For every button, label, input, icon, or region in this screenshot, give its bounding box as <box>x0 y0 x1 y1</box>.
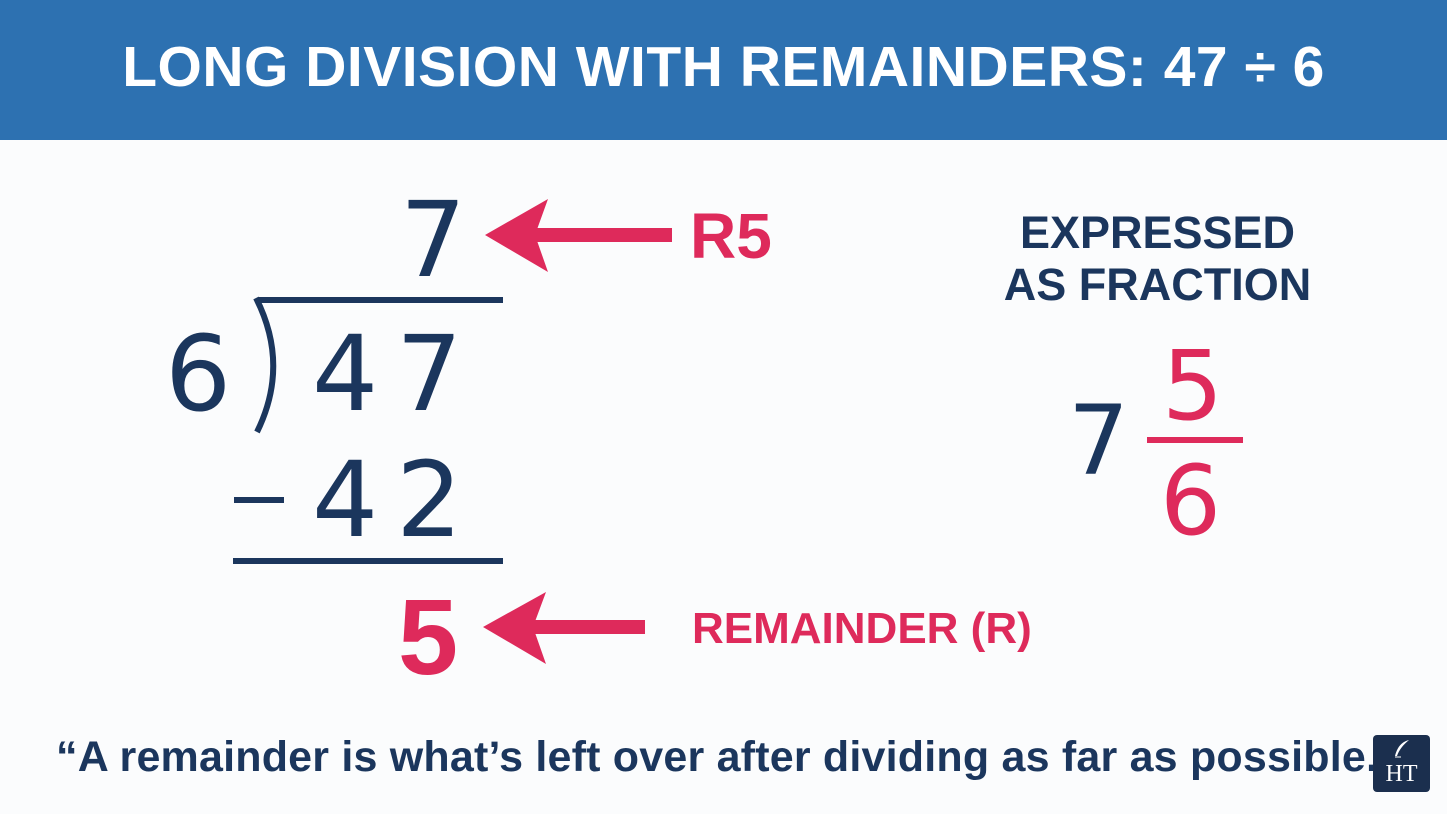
fraction-panel-title: EXPRESSED AS FRACTION <box>985 207 1330 311</box>
quotient-remainder-label: R5 <box>690 200 772 272</box>
logo-text: HT <box>1385 761 1418 787</box>
remainder: 5 <box>398 576 459 697</box>
subtrahend: 42 <box>312 439 481 561</box>
remainder-label: REMAINDER (R) <box>692 604 1032 653</box>
quill-icon <box>1395 740 1409 758</box>
divisor: 6 <box>165 313 232 435</box>
mixed-number-whole: 7 <box>1068 385 1130 497</box>
fraction-bar <box>1147 437 1243 443</box>
fraction-denominator: 6 <box>1160 445 1222 557</box>
quotient: 7 <box>400 179 467 301</box>
fraction-numerator: 5 <box>1162 330 1224 442</box>
arrow-left-icon <box>483 592 645 664</box>
ht-logo: HT <box>1373 735 1430 792</box>
page-title: LONG DIVISION WITH REMAINDERS: 47 ÷ 6 <box>122 35 1325 99</box>
arrow-left-icon <box>485 199 672 272</box>
dividend: 47 <box>312 313 481 435</box>
fraction-title-line1: EXPRESSED <box>1019 207 1296 258</box>
fraction-title-line2: AS FRACTION <box>1003 259 1312 310</box>
definition-quote: “A remainder is what’s left over after d… <box>56 733 1379 781</box>
header-banner: LONG DIVISION WITH REMAINDERS: 47 ÷ 6 <box>0 0 1447 140</box>
